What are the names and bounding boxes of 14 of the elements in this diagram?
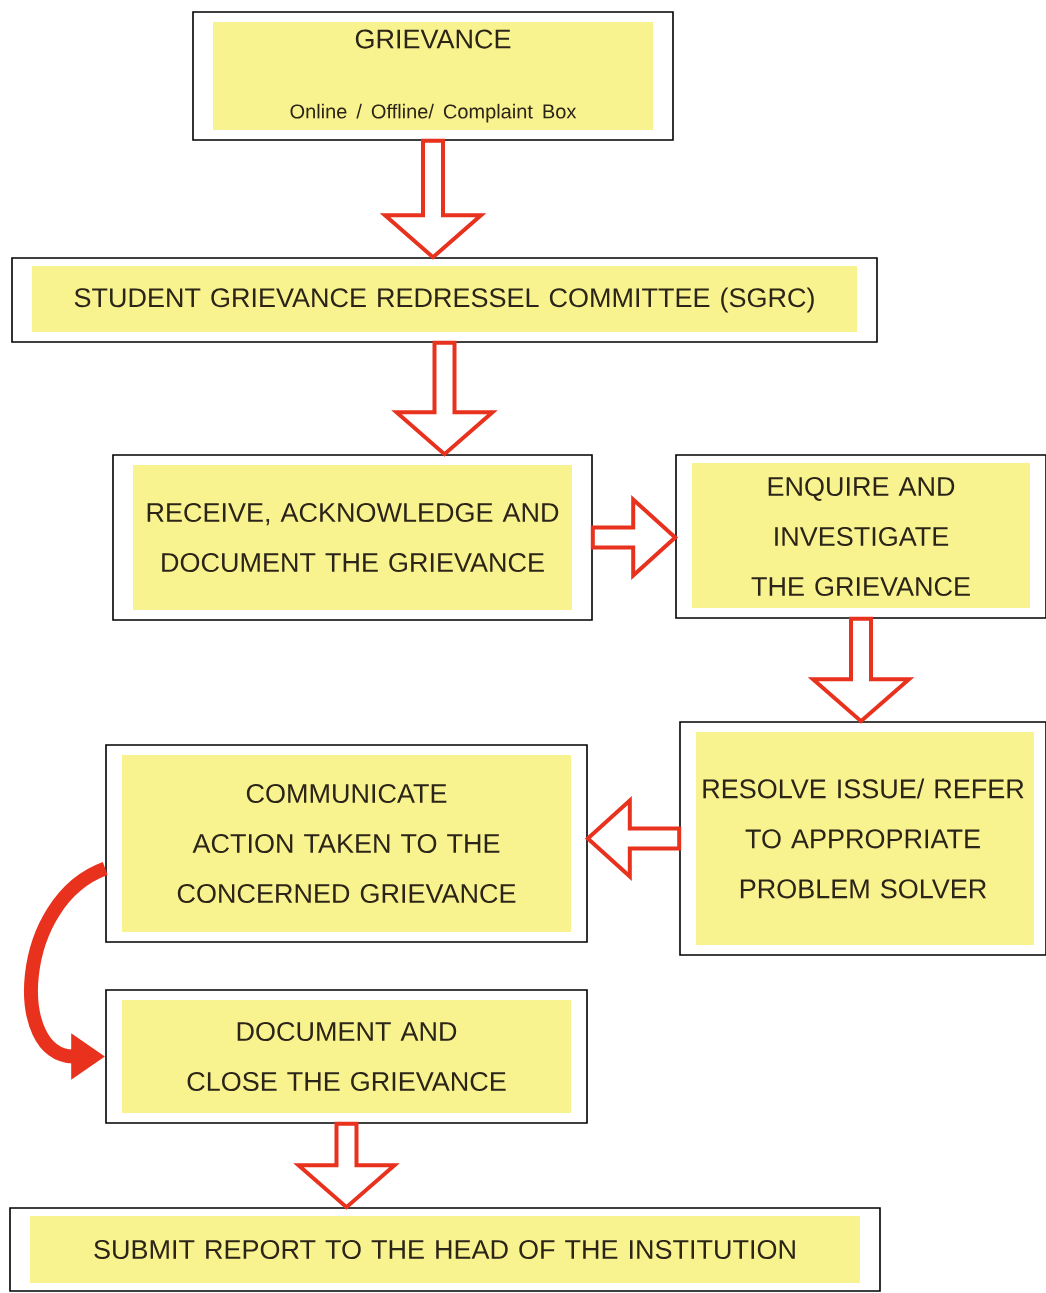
process-box: DOCUMENT AND CLOSE THE GRIEVANCE — [105, 989, 588, 1124]
arrow — [379, 138, 487, 260]
arrow — [590, 495, 679, 580]
process-box: ENQUIRE AND INVESTIGATE THE GRIEVANCE — [675, 454, 1046, 619]
process-box: COMMUNICATE ACTION TAKEN TO THE CONCERNED GRIEVANCE — [105, 744, 588, 943]
process-box: RESOLVE ISSUE/ REFER TO APPROPRIATE PROBLEM SOLVER — [679, 721, 1046, 956]
arrow — [584, 796, 682, 881]
arrow — [391, 340, 498, 457]
process-box: RECEIVE, ACKNOWLEDGE AND DOCUMENT THE GRIEVANCE — [112, 454, 593, 621]
arrow — [293, 1121, 400, 1210]
process-box: SUBMIT REPORT TO THE HEAD OF THE INSTITUTION — [9, 1207, 881, 1292]
arrow — [807, 616, 915, 724]
process-box: GRIEVANCE Online / Offline/ Complaint Box — [192, 11, 674, 141]
process-box: STUDENT GRIEVANCE REDRESSEL COMMITTEE (SGRC) — [11, 257, 878, 343]
